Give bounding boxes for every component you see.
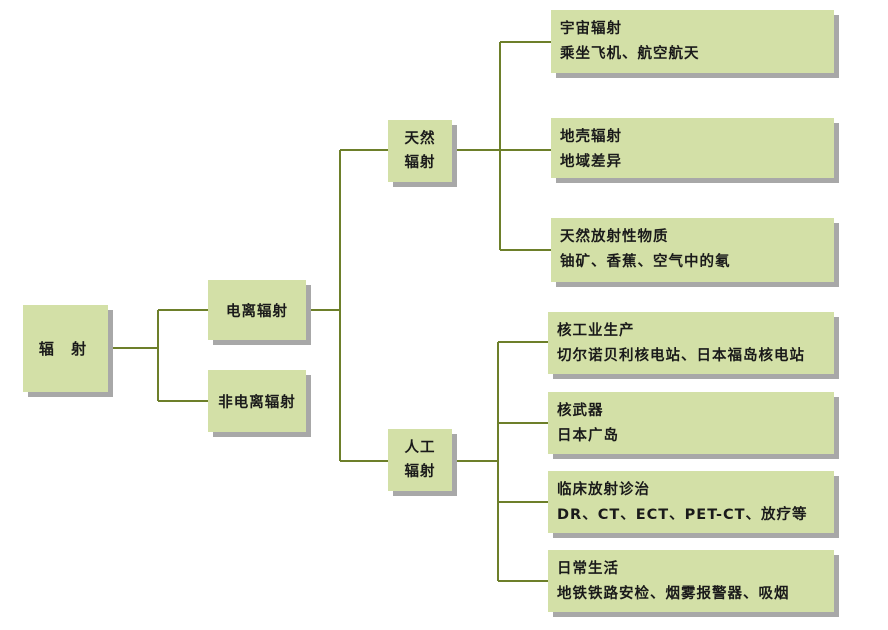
artificial-source-daily-life: 日常生活 地铁铁路安检、烟雾报警器、吸烟: [548, 550, 834, 612]
leaf-title: 日常生活: [557, 561, 619, 577]
leaf-title: 核工业生产: [557, 323, 635, 339]
ionizing-radiation-label: 电离辐射: [226, 303, 288, 320]
natural-radiation-line1: 天然: [404, 131, 436, 147]
natural-source-radioactive-material: 天然放射性物质 铀矿、香蕉、空气中的氡: [551, 218, 834, 282]
leaf-title: 核武器: [557, 403, 604, 419]
root-node: 辐 射: [23, 305, 108, 392]
natural-radiation-line2: 辐射: [404, 155, 436, 171]
leaf-detail: 切尔诺贝利核电站、日本福岛核电站: [557, 348, 805, 364]
artificial-source-nuclear-weapons: 核武器 日本广岛: [548, 392, 834, 454]
natural-radiation-node: 天然 辐射: [388, 120, 452, 182]
artificial-radiation-line1: 人工: [404, 440, 436, 456]
leaf-title: 地壳辐射: [560, 129, 622, 145]
root-label: 辐 射: [38, 340, 93, 358]
leaf-detail: 日本广岛: [557, 428, 619, 444]
leaf-title: 宇宙辐射: [560, 21, 622, 37]
natural-source-crust: 地壳辐射 地域差异: [551, 118, 834, 178]
leaf-detail: 地域差异: [560, 154, 622, 170]
ionizing-radiation-node: 电离辐射: [208, 280, 306, 340]
non-ionizing-radiation-label: 非电离辐射: [218, 394, 296, 411]
leaf-detail: 地铁铁路安检、烟雾报警器、吸烟: [557, 586, 790, 602]
artificial-radiation-node: 人工 辐射: [388, 429, 452, 491]
leaf-detail: 乘坐飞机、航空航天: [560, 46, 700, 62]
artificial-source-clinical: 临床放射诊治 DR、CT、ECT、PET-CT、放疗等: [548, 471, 834, 533]
artificial-source-nuclear-industry: 核工业生产 切尔诺贝利核电站、日本福岛核电站: [548, 312, 834, 374]
natural-source-cosmic: 宇宙辐射 乘坐飞机、航空航天: [551, 10, 834, 73]
leaf-title: 临床放射诊治: [557, 482, 650, 498]
leaf-detail: DR、CT、ECT、PET-CT、放疗等: [557, 507, 808, 523]
leaf-title: 天然放射性物质: [560, 229, 669, 245]
artificial-radiation-line2: 辐射: [404, 464, 436, 480]
leaf-detail: 铀矿、香蕉、空气中的氡: [560, 254, 731, 270]
non-ionizing-radiation-node: 非电离辐射: [208, 370, 306, 432]
